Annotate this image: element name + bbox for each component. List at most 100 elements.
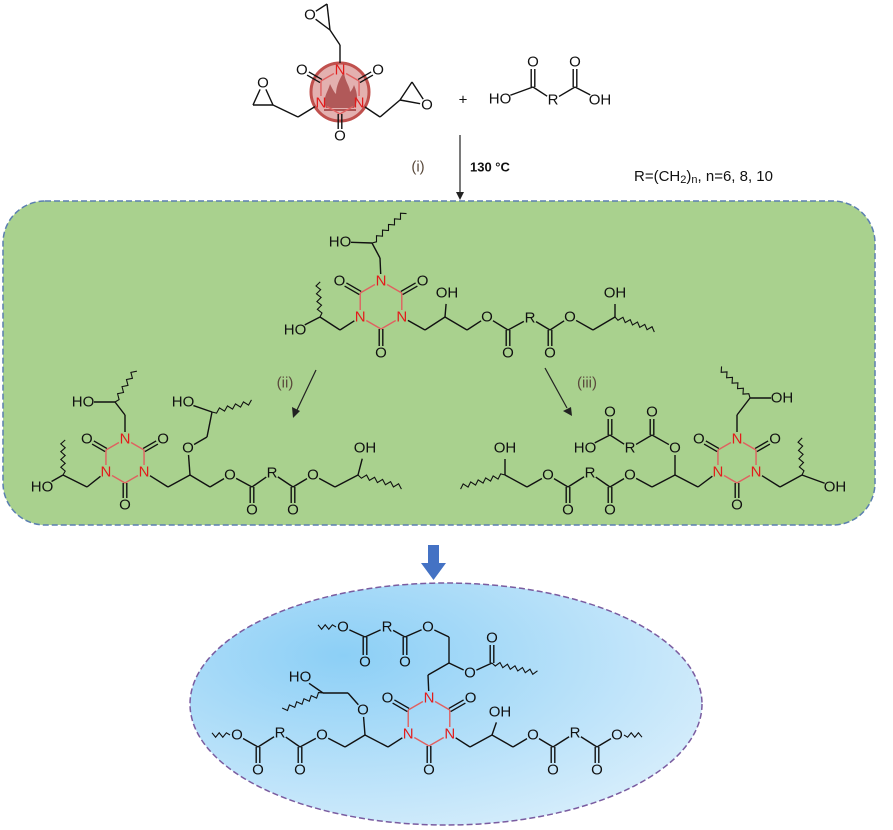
atom-label-o: O bbox=[624, 467, 636, 484]
bond bbox=[549, 320, 565, 331]
atom-label-oh: OH bbox=[824, 479, 847, 496]
atom-label-o: O bbox=[294, 762, 306, 779]
bond bbox=[424, 316, 446, 331]
bond bbox=[558, 86, 576, 98]
bond bbox=[362, 716, 366, 736]
atom-label-o: O bbox=[547, 762, 559, 779]
bond bbox=[575, 319, 594, 331]
bond bbox=[327, 737, 346, 748]
atom-label-n: N bbox=[101, 464, 112, 481]
wavy-bond bbox=[114, 370, 137, 403]
atom-label-o: O bbox=[382, 690, 394, 707]
bond bbox=[189, 474, 211, 488]
r-def-sub-2: 2 bbox=[680, 174, 686, 186]
bond bbox=[347, 692, 359, 706]
atom-label-o: O bbox=[611, 727, 623, 744]
bond bbox=[257, 736, 275, 748]
atom-label-ho: HO bbox=[72, 394, 95, 411]
bond bbox=[538, 738, 554, 748]
down-arrow-icon bbox=[421, 545, 446, 580]
bond bbox=[717, 441, 732, 451]
atom-label-o: O bbox=[604, 502, 616, 519]
wavy-bond bbox=[491, 661, 538, 676]
atom-label-o: O bbox=[81, 431, 93, 448]
bond bbox=[235, 477, 253, 488]
atom-label-o: O bbox=[527, 727, 539, 744]
bond bbox=[93, 440, 108, 450]
bond bbox=[299, 737, 317, 748]
flame-retardant-badge-icon bbox=[309, 61, 371, 123]
bond bbox=[339, 320, 355, 331]
bond bbox=[674, 474, 699, 488]
bond bbox=[193, 404, 213, 413]
atom-label-o: O bbox=[481, 309, 493, 326]
step-ii-label: (ii) bbox=[277, 375, 294, 392]
atom-label-r: R bbox=[275, 725, 286, 742]
step-i-label: (i) bbox=[411, 159, 424, 176]
bond bbox=[400, 282, 416, 293]
bond bbox=[329, 29, 341, 46]
atom-label-o: O bbox=[421, 97, 433, 114]
bond bbox=[492, 320, 509, 331]
atom-label-o: O bbox=[257, 75, 269, 92]
bond bbox=[526, 477, 543, 488]
atom-label-ho: HO bbox=[172, 394, 195, 411]
atom-label-n: N bbox=[713, 464, 724, 481]
bond bbox=[86, 475, 101, 488]
atom-label-oh: OH bbox=[494, 440, 517, 457]
bond bbox=[386, 283, 403, 294]
atom-label-o: O bbox=[399, 654, 411, 671]
bond bbox=[349, 629, 366, 638]
bond bbox=[407, 700, 424, 711]
bond bbox=[344, 285, 360, 296]
bond bbox=[394, 699, 410, 710]
bond bbox=[379, 99, 401, 118]
bond bbox=[466, 320, 482, 331]
intermediate-stage-box bbox=[2, 200, 876, 526]
bond bbox=[359, 283, 376, 294]
reaction-condition: 130 °C bbox=[470, 160, 511, 175]
wavy-bond bbox=[317, 623, 337, 631]
bond bbox=[567, 476, 585, 488]
atom-label-n: N bbox=[139, 464, 150, 481]
bond bbox=[206, 411, 213, 438]
wavy-bond bbox=[720, 366, 751, 399]
step-i-arrow bbox=[456, 135, 464, 200]
atom-label-n: N bbox=[424, 690, 435, 707]
wavy-bond bbox=[211, 731, 231, 739]
bond bbox=[277, 476, 294, 488]
bond bbox=[754, 440, 769, 450]
bond bbox=[364, 106, 381, 118]
atom-label-o: O bbox=[562, 502, 574, 519]
crosslinked-network-ellipse bbox=[189, 582, 703, 826]
bond bbox=[306, 74, 321, 84]
bond bbox=[379, 257, 382, 275]
atom-label-r: R bbox=[267, 465, 278, 482]
bond bbox=[723, 474, 738, 484]
atom-label-n: N bbox=[444, 726, 455, 743]
atom-label-n: N bbox=[376, 273, 387, 290]
bond bbox=[651, 474, 676, 488]
atom-label-r: R bbox=[570, 725, 581, 742]
bond bbox=[149, 475, 169, 488]
bond bbox=[742, 441, 757, 451]
bond bbox=[320, 72, 335, 82]
atom-label-r: R bbox=[548, 92, 559, 109]
r-def-close: ) bbox=[686, 168, 691, 185]
atom-label-o: O bbox=[693, 431, 705, 448]
bond bbox=[193, 436, 208, 446]
bond bbox=[105, 441, 120, 451]
step-iii-arrow bbox=[544, 367, 572, 416]
step-ii-arrow bbox=[292, 369, 317, 418]
bond bbox=[705, 440, 720, 450]
atom-label-o: O bbox=[464, 665, 476, 682]
atom-label-ho: HO bbox=[284, 322, 307, 339]
atom-label-o: O bbox=[646, 404, 658, 421]
atom-label-n: N bbox=[732, 431, 743, 448]
atom-label-o: O bbox=[669, 440, 681, 457]
bond bbox=[444, 303, 447, 318]
atom-label-o: O bbox=[357, 702, 369, 719]
bond bbox=[553, 478, 569, 488]
